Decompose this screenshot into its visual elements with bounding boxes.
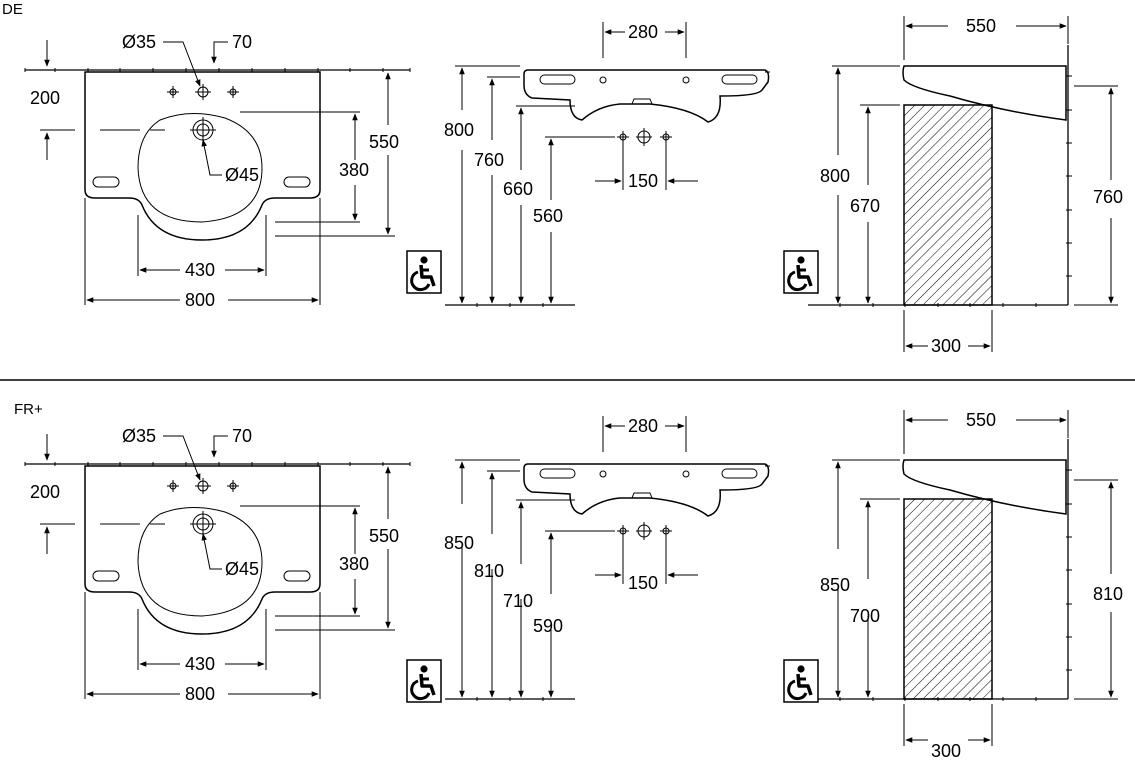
dim-430: 430 bbox=[185, 260, 215, 280]
wheelchair-icon bbox=[405, 249, 443, 295]
dim-profile-300: 300 bbox=[931, 336, 961, 356]
dim-o35: Ø35 bbox=[122, 32, 156, 52]
dim-800: 800 bbox=[185, 290, 215, 310]
dim-70: 70 bbox=[232, 32, 252, 52]
dim-380: 380 bbox=[339, 554, 369, 574]
section-de: DE Ø35 70 200 Ø45 380 550 430 800 280 15… bbox=[2, 1, 1123, 356]
dim-70: 70 bbox=[232, 426, 252, 446]
dim-o35: Ø35 bbox=[122, 426, 156, 446]
dim-200: 200 bbox=[30, 482, 60, 502]
dim-380: 380 bbox=[339, 160, 369, 180]
front-view: Ø35 70 200 Ø45 380 550 430 800 bbox=[25, 426, 410, 704]
dim-height-1: 800 bbox=[444, 120, 474, 140]
dim-height-3: 710 bbox=[503, 591, 533, 611]
dim-o45: Ø45 bbox=[225, 165, 259, 185]
dim-profile-550: 550 bbox=[966, 16, 996, 36]
dim-height-2: 760 bbox=[474, 150, 504, 170]
section-label: FR+ bbox=[14, 401, 43, 418]
dim-550: 550 bbox=[369, 132, 399, 152]
dim-150: 150 bbox=[628, 573, 658, 593]
dim-o45: Ø45 bbox=[225, 559, 259, 579]
dim-profile-height-mid: 700 bbox=[850, 606, 880, 626]
dim-550: 550 bbox=[369, 526, 399, 546]
dim-200: 200 bbox=[30, 88, 60, 108]
dim-profile-550: 550 bbox=[966, 410, 996, 430]
section-fr: FR+ Ø35 70 200 Ø45 380 550 430 800 280 1… bbox=[14, 401, 1123, 761]
wheelchair-icon bbox=[782, 658, 820, 704]
section-label: DE bbox=[2, 1, 23, 18]
dim-profile-height-left: 800 bbox=[820, 166, 850, 186]
dim-280: 280 bbox=[628, 416, 658, 436]
profile-view: 550 300 800 670 760 bbox=[782, 16, 1123, 356]
wheelchair-icon bbox=[405, 658, 443, 704]
dim-150: 150 bbox=[628, 171, 658, 191]
dim-280: 280 bbox=[628, 22, 658, 42]
dim-profile-height-right: 810 bbox=[1093, 584, 1123, 604]
dim-height-4: 560 bbox=[533, 206, 563, 226]
dim-profile-height-left: 850 bbox=[820, 575, 850, 595]
dim-800: 800 bbox=[185, 684, 215, 704]
dim-height-4: 590 bbox=[533, 616, 563, 636]
dim-profile-height-right: 760 bbox=[1093, 187, 1123, 207]
side-view: 280 150 800 760 660 560 bbox=[405, 22, 770, 307]
dim-height-3: 660 bbox=[503, 179, 533, 199]
dim-profile-300: 300 bbox=[931, 741, 961, 761]
front-view: Ø35 70 200 Ø45 380 550 430 800 bbox=[25, 32, 410, 310]
dim-height-2: 810 bbox=[474, 561, 504, 581]
side-view: 280 150 850 810 710 590 bbox=[405, 416, 770, 704]
dim-height-1: 850 bbox=[444, 533, 474, 553]
profile-view: 550 300 850 700 810 bbox=[782, 410, 1123, 761]
dim-430: 430 bbox=[185, 654, 215, 674]
dim-profile-height-mid: 670 bbox=[850, 196, 880, 216]
wheelchair-icon bbox=[782, 249, 820, 295]
